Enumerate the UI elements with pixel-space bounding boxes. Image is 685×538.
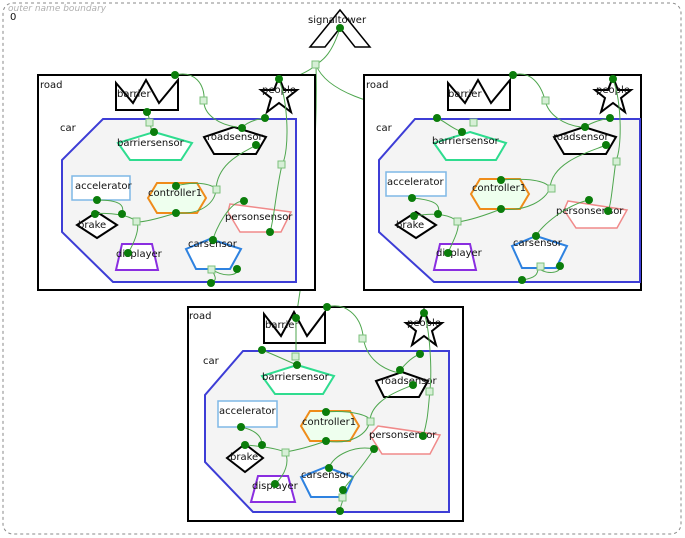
car-label: car [203,356,220,367]
accelerator-node[interactable]: accelerator [385,171,447,197]
car-label: car [376,123,393,134]
people-node[interactable]: people [592,74,634,115]
barrier-node[interactable]: barrier [115,77,179,111]
brake-node[interactable]: brake [75,210,119,240]
brake-label: brake [396,220,424,231]
road-2-label: road [366,80,389,91]
tower-link-port [311,60,320,69]
barriersensor-node[interactable]: barriersensor [432,130,508,161]
personsensor-label: personsensor [556,206,624,217]
car-label: car [60,123,77,134]
personsensor-label: personsensor [225,212,293,223]
displayer-label: displayer [116,249,163,260]
displayer-node[interactable]: displayer [432,243,483,271]
barriersensor-label: barriersensor [432,136,500,147]
barriersensor-label: barriersensor [117,138,185,149]
controller1-node[interactable]: controller1 [299,410,361,442]
roadsensor-node[interactable]: roadsensor [374,370,438,398]
people-node[interactable]: people [258,74,300,115]
accelerator-node[interactable]: accelerator [217,400,278,428]
road-2: road barrier people car barriersensor ro… [363,71,642,291]
accelerator-label: accelerator [75,181,132,192]
accelerator-node[interactable]: accelerator [71,175,132,201]
personsensor-node[interactable]: personsensor [556,200,629,229]
outer-boundary-hint: outer name boundary [8,4,107,14]
roadsensor-node[interactable]: roadsensor [202,125,268,155]
brake-label: brake [230,452,258,463]
barrier-node[interactable]: barrier [263,309,326,344]
displayer-label: displayer [436,248,483,259]
barrier-label: barrier [265,320,299,331]
people-label: people [407,318,441,329]
roadsensor-node[interactable]: roadsensor [552,125,618,155]
controller1-label: controller1 [302,417,356,428]
roadsensor-label: roadsensor [553,132,610,143]
road-2-points [408,71,617,284]
people-label: people [262,85,296,96]
roadsensor-label: roadsensor [207,132,264,143]
personsensor-node[interactable]: personsensor [369,425,442,455]
signaltower-node[interactable]: signaltower [308,8,372,48]
signaltower-label: signaltower [308,15,367,26]
road-3: road barrier people car barriersensor ro… [187,303,464,522]
people-label: people [596,85,630,96]
signaltower-point [336,24,344,32]
outer-region-label: 0 [10,12,16,23]
carsensor-label: carsensor [188,239,238,250]
personsensor-label: personsensor [369,430,437,441]
barriersensor-label: barriersensor [262,372,330,383]
brake-node[interactable]: brake [394,210,438,240]
road-1: road barrier people car barriersensor ro… [37,71,316,291]
road-2-ports [453,96,621,271]
accelerator-label: accelerator [219,406,276,417]
road-3-ports [281,334,434,502]
controller1-label: controller1 [148,188,202,199]
road-3-label: road [189,311,212,322]
barriersensor-node[interactable]: barriersensor [260,363,336,395]
road-1-ports [132,96,286,274]
carsensor-label: carsensor [513,238,563,249]
road-3-points [237,303,428,515]
roadsensor-label: roadsensor [381,376,438,387]
people-node[interactable]: people [403,307,445,348]
road-1-points [91,71,283,287]
brake-node[interactable]: brake [225,442,265,474]
brake-label: brake [78,220,106,231]
controller1-label: controller1 [472,183,526,194]
barrier-node[interactable]: barrier [447,77,511,111]
road-1-label: road [40,80,63,91]
barrier-label: barrier [117,89,151,100]
barrier-label: barrier [448,89,482,100]
accelerator-label: accelerator [387,177,444,188]
barriersensor-node[interactable]: barriersensor [116,130,194,161]
carsensor-label: carsensor [301,470,351,481]
